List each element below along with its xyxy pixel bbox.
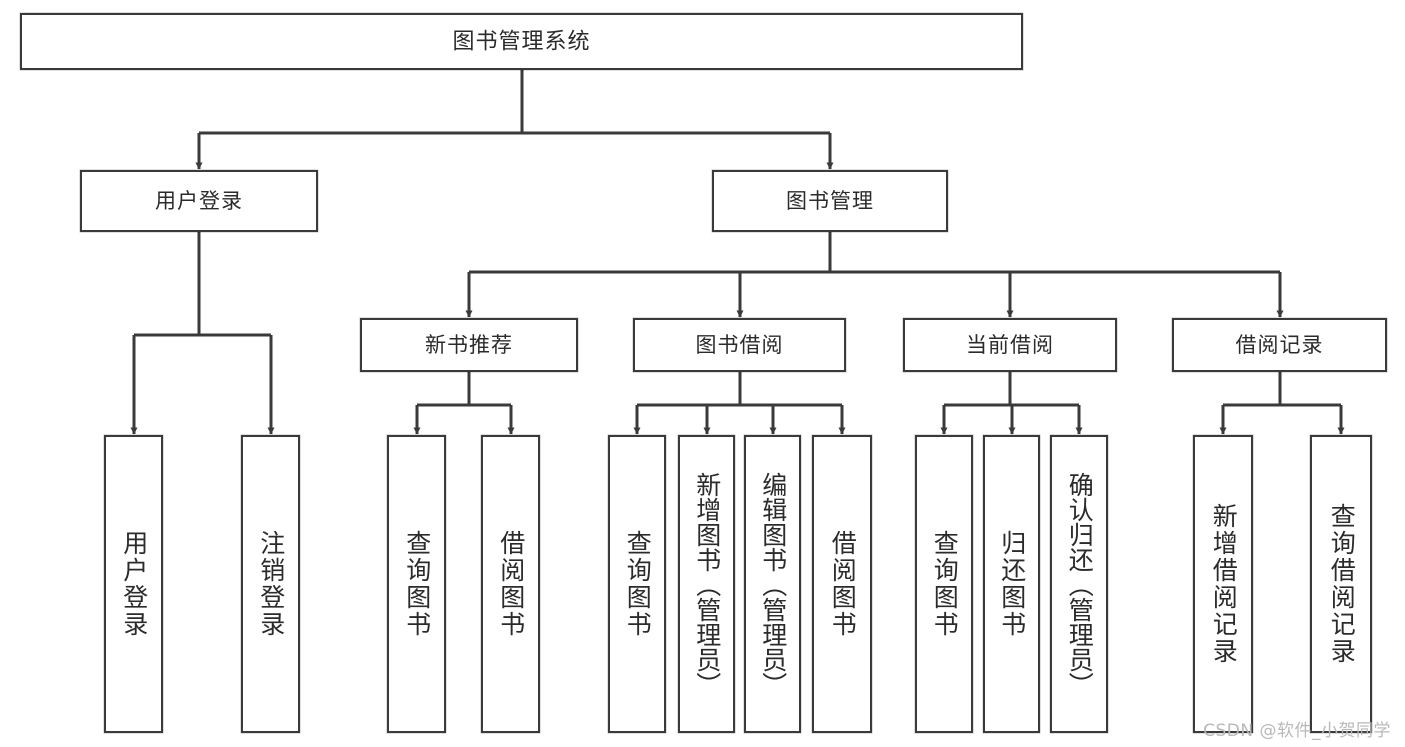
node-label: 查询图书	[930, 530, 960, 638]
node-root[interactable]: 图书管理系统	[20, 13, 1023, 70]
node-leaf_8[interactable]: 查询图书	[915, 435, 973, 733]
node-label: 图书借阅	[695, 332, 784, 357]
node-label-wrap: 编辑图书（管理员）	[746, 437, 799, 731]
node-leaf_2[interactable]: 查询图书	[387, 435, 446, 733]
node-label: 归还图书	[997, 530, 1027, 638]
node-label: 新书推荐	[425, 332, 513, 357]
node-l2_0[interactable]: 新书推荐	[360, 318, 578, 372]
node-label: 用户登录	[155, 188, 243, 213]
node-label: 图书管理系统	[452, 28, 591, 54]
node-label: 查询图书	[402, 530, 432, 638]
node-label: 注销登录	[256, 530, 286, 638]
node-leaf_4[interactable]: 查询图书	[608, 435, 666, 733]
node-l1_0[interactable]: 用户登录	[80, 170, 318, 232]
node-l2_1[interactable]: 图书借阅	[633, 318, 846, 372]
node-leaf_1[interactable]: 注销登录	[241, 435, 300, 733]
node-label-wrap: 借阅图书	[483, 437, 538, 731]
node-label-wrap: 查询图书	[389, 437, 444, 731]
node-label-wrap: 新增图书（管理员）	[680, 437, 733, 731]
node-l2_2[interactable]: 当前借阅	[903, 318, 1117, 372]
node-l2_3[interactable]: 借阅记录	[1172, 318, 1387, 372]
node-leaf_7[interactable]: 借阅图书	[812, 435, 872, 733]
node-label: 新增图书（管理员）	[692, 471, 722, 697]
node-leaf_11[interactable]: 新增借阅记录	[1193, 435, 1253, 733]
node-label-wrap: 用户登录	[106, 437, 161, 731]
node-label: 查询图书	[623, 530, 653, 638]
node-label-wrap: 查询图书	[610, 437, 664, 731]
node-label: 当前借阅	[966, 332, 1054, 357]
node-label: 编辑图书（管理员）	[758, 471, 788, 697]
node-leaf_9[interactable]: 归还图书	[983, 435, 1040, 733]
node-label: 借阅图书	[828, 530, 858, 638]
node-label-wrap: 查询图书	[917, 437, 971, 731]
node-label-wrap: 借阅图书	[814, 437, 870, 731]
node-label: 图书管理	[786, 188, 874, 213]
node-label-wrap: 注销登录	[243, 437, 298, 731]
node-leaf_6[interactable]: 编辑图书（管理员）	[744, 435, 801, 733]
node-label: 用户登录	[119, 530, 149, 638]
node-leaf_10[interactable]: 确认归还（管理员）	[1050, 435, 1108, 733]
node-label: 借阅记录	[1235, 332, 1324, 357]
node-label-wrap: 确认归还（管理员）	[1052, 437, 1106, 731]
node-leaf_3[interactable]: 借阅图书	[481, 435, 540, 733]
node-label: 借阅图书	[496, 530, 526, 638]
node-leaf_0[interactable]: 用户登录	[104, 435, 163, 733]
node-label: 确认归还（管理员）	[1065, 471, 1095, 697]
node-leaf_5[interactable]: 新增图书（管理员）	[678, 435, 735, 733]
node-l1_1[interactable]: 图书管理	[712, 170, 948, 232]
node-label-wrap: 查询借阅记录	[1312, 437, 1370, 731]
node-leaf_12[interactable]: 查询借阅记录	[1310, 435, 1372, 733]
node-label-wrap: 新增借阅记录	[1195, 437, 1251, 731]
node-label: 查询借阅记录	[1327, 503, 1357, 665]
node-label: 新增借阅记录	[1209, 503, 1239, 665]
node-label-wrap: 归还图书	[985, 437, 1038, 731]
